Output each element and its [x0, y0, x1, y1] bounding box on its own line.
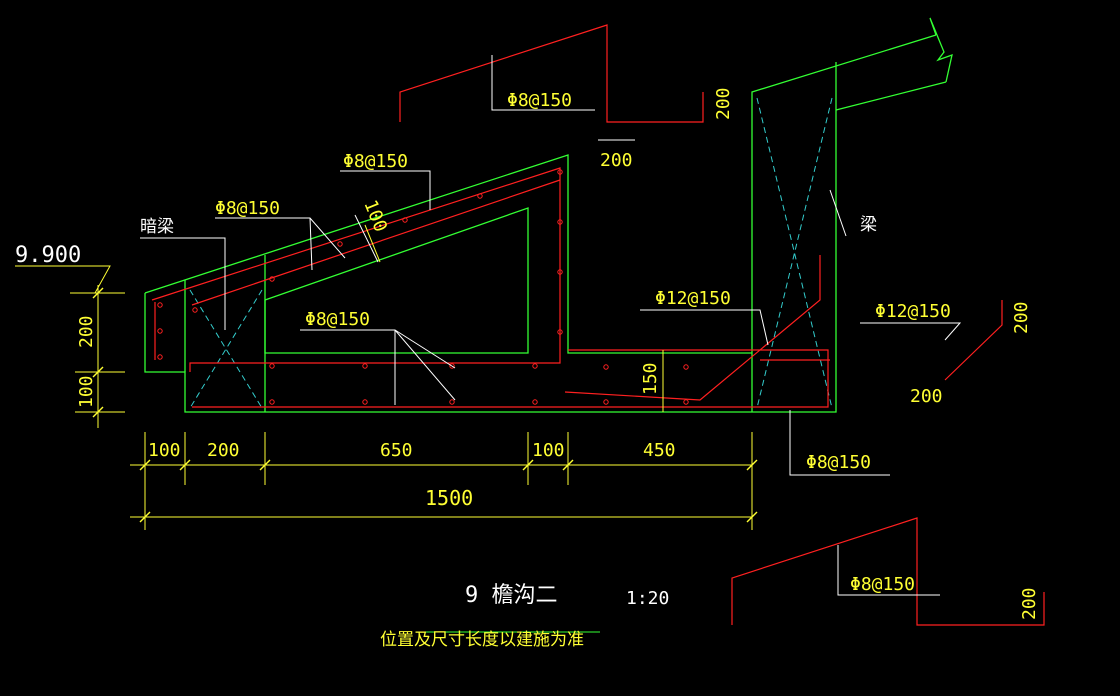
- hidden-beam-label: 暗梁: [140, 217, 174, 237]
- gutter-depth-dim: 150: [640, 362, 661, 395]
- top-detail-leg-dim: 200: [600, 150, 633, 171]
- rebar-right-detail-label: Φ12@150: [875, 301, 951, 322]
- bottom-width-5: 450: [643, 440, 676, 461]
- drawing-scale: 1:20: [626, 588, 669, 609]
- bottom-width-3: 650: [380, 440, 413, 461]
- dimension-ticks: [92, 287, 758, 523]
- rebar-slope-inner-label: Φ8@150: [215, 198, 280, 219]
- rebar-corner-label: Φ12@150: [655, 288, 731, 309]
- rebar-bottom-detail-label: Φ8@150: [850, 574, 915, 595]
- drawing-note: 位置及尺寸长度以建施为准: [380, 630, 584, 650]
- rebar-dots: [157, 169, 689, 405]
- concrete-outline: [144, 17, 953, 413]
- beam-label: 梁: [860, 215, 877, 235]
- total-width-dim: 1500: [425, 486, 473, 510]
- leader-lines: [140, 55, 962, 596]
- rebar-bottom-right-label: Φ8@150: [806, 452, 871, 473]
- top-detail-hook-dim: 200: [713, 87, 734, 120]
- hidden-beam-cross: [189, 97, 833, 409]
- left-height-bottom-dim: 100: [76, 375, 97, 408]
- rebar-top-detail-label: Φ8@150: [507, 90, 572, 111]
- rebar-slope-outer-label: Φ8@150: [343, 151, 408, 172]
- right-detail-leg-dim: 200: [910, 386, 943, 407]
- elevation-label: 9.900: [15, 243, 81, 268]
- bottom-detail-leg-dim: 200: [1019, 587, 1040, 620]
- right-detail-hook-dim: 200: [1011, 301, 1032, 334]
- bottom-width-2: 200: [207, 440, 240, 461]
- rebar-lines: [151, 24, 1045, 626]
- slope-thickness-dim: 100: [359, 197, 391, 235]
- bottom-width-4: 100: [532, 440, 565, 461]
- dimension-lines: [15, 224, 753, 633]
- labels: 9.900 暗梁 梁 Φ8@150 Φ8@150 Φ8@150 Φ12@150 …: [15, 87, 1040, 650]
- rebar-bottom-label: Φ8@150: [305, 309, 370, 330]
- drawing-title: 9 檐沟二: [465, 583, 558, 608]
- left-height-top-dim: 200: [76, 315, 97, 348]
- bottom-width-1: 100: [148, 440, 181, 461]
